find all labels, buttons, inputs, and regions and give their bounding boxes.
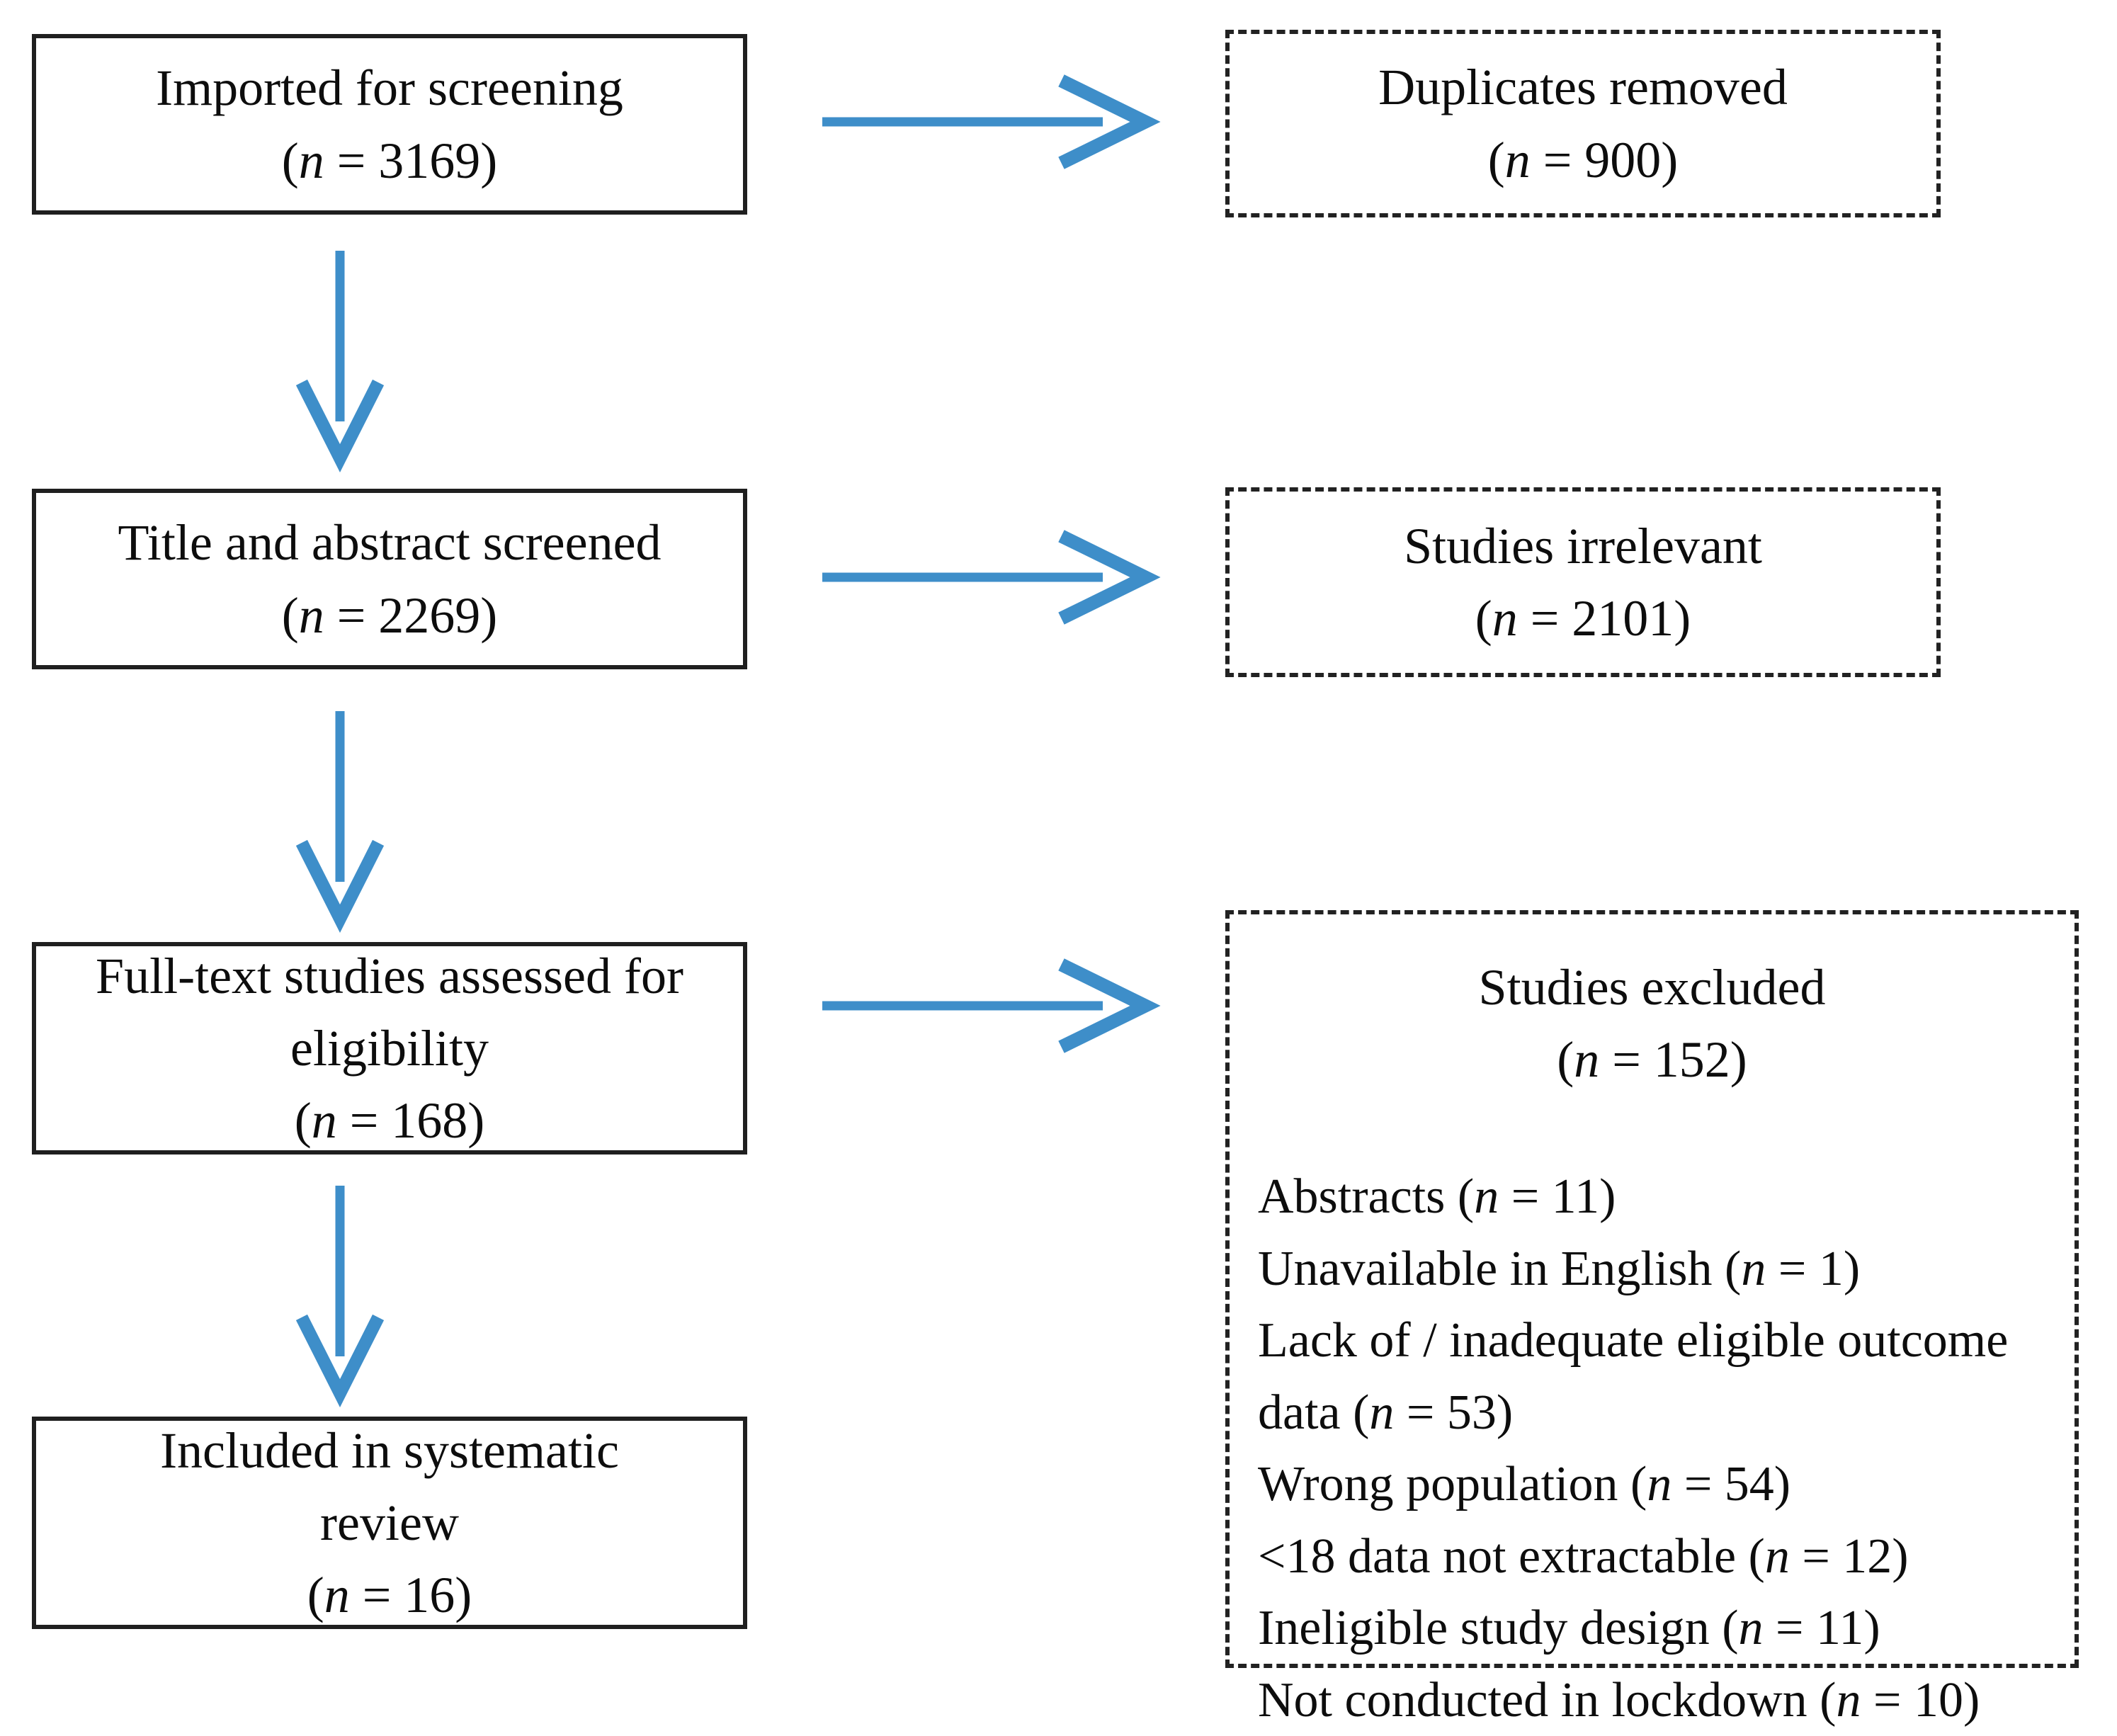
- flow-box-fulltext: Full-text studies assessed for eligibili…: [32, 942, 747, 1155]
- exclusion-reason: <18 data not extractable (n = 12): [1258, 1528, 1909, 1584]
- box-n-label: (n = 3169): [281, 132, 498, 189]
- box-label-line: Imported for screening: [156, 59, 623, 117]
- arrow-down-2-icon: [290, 708, 390, 933]
- box-label-line: eligibility: [290, 1019, 489, 1077]
- side-box-duplicates: Duplicates removed (n = 900): [1225, 30, 1941, 217]
- box-n-label: (n = 900): [1487, 131, 1679, 188]
- box-n-label: (n = 16): [307, 1567, 472, 1624]
- flow-box-title-abstract: Title and abstract screened (n = 2269): [32, 489, 747, 669]
- box-n-label: (n = 2269): [281, 586, 498, 644]
- box-label-line: Studies irrelevant: [1404, 517, 1762, 574]
- exclusion-reason: Abstracts (n = 11): [1258, 1169, 1616, 1225]
- exclusion-reason: Ineligible study design (n = 11): [1258, 1601, 1880, 1656]
- box-n-label: (n = 2101): [1475, 590, 1691, 647]
- exclusion-reason: Not conducted in lockdown (n = 10): [1258, 1672, 1980, 1728]
- box-n-label: (n = 168): [294, 1092, 485, 1150]
- exclusion-reason: Wrong population (n = 54): [1258, 1457, 1791, 1512]
- box-label-line: review: [320, 1494, 459, 1551]
- exclusion-reason: Unavailable in English (n = 1): [1258, 1241, 1861, 1296]
- flow-box-included: Included in systematic review (n = 16): [32, 1417, 747, 1629]
- exclusion-reason: Lack of / inadequate eligible outcome da…: [1258, 1313, 2009, 1440]
- arrow-down-1-icon: [290, 248, 390, 472]
- box-label-line: Title and abstract screened: [118, 514, 662, 572]
- box-n-label: (n = 152): [1557, 1031, 1747, 1089]
- box-label-line: Included in systematic: [160, 1422, 619, 1479]
- side-box-excluded: Studies excluded (n = 152) Abstracts (n …: [1225, 910, 2079, 1728]
- box-label-line: Full-text studies assessed for: [96, 947, 683, 1004]
- box-label-line: Studies excluded: [1478, 959, 1826, 1016]
- prisma-flow-diagram: Imported for screening (n = 3169) Title …: [32, 30, 2079, 1728]
- arrow-right-1-icon: [818, 72, 1161, 171]
- box-title: Studies excluded (n = 152): [1230, 951, 2075, 1096]
- arrow-down-3-icon: [290, 1183, 390, 1407]
- exclusion-reason-list: Abstracts (n = 11) Unavailable in Englis…: [1230, 1161, 2075, 1736]
- flow-box-imported: Imported for screening (n = 3169): [32, 34, 747, 215]
- side-box-irrelevant: Studies irrelevant (n = 2101): [1225, 487, 1941, 677]
- box-label-line: Duplicates removed: [1378, 59, 1788, 116]
- arrow-right-3-icon: [818, 956, 1161, 1055]
- arrow-right-2-icon: [818, 528, 1161, 627]
